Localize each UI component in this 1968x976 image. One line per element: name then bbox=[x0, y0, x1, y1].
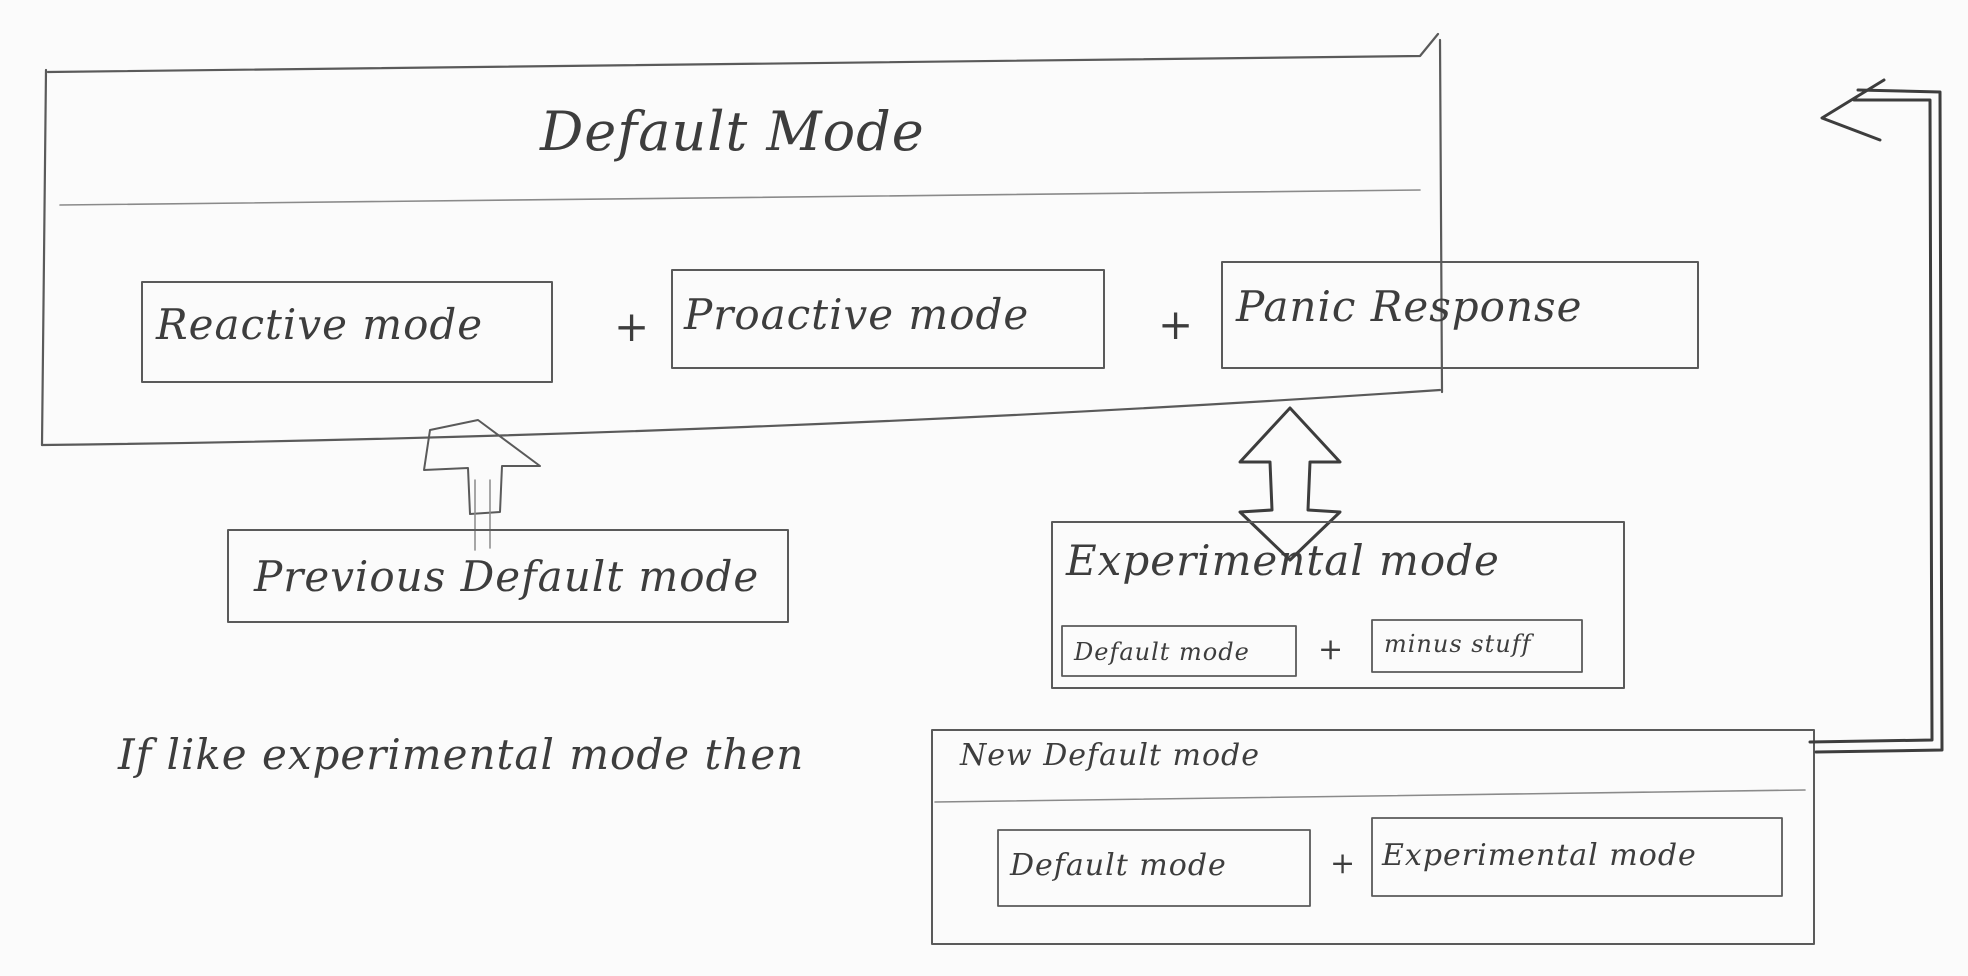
double-arrow bbox=[1238, 406, 1342, 562]
experimental-minus-subbox bbox=[1371, 619, 1583, 673]
default-mode-frame bbox=[40, 32, 1444, 447]
experimental-mode-title: Experimental mode bbox=[1066, 536, 1500, 585]
up-arrow bbox=[423, 419, 541, 551]
plus-sign-1: + bbox=[614, 302, 651, 351]
new-default-box bbox=[931, 729, 1815, 945]
plus-sign-3: + bbox=[1318, 632, 1345, 667]
experimental-minus-label: minus stuff bbox=[1384, 630, 1532, 658]
reactive-mode-label: Reactive mode bbox=[156, 300, 484, 349]
reactive-mode-box bbox=[141, 281, 553, 383]
previous-default-box bbox=[227, 529, 789, 623]
panic-response-box bbox=[1221, 261, 1699, 369]
condition-text: If like experimental mode then bbox=[118, 730, 805, 779]
plus-sign-4: + bbox=[1330, 846, 1357, 881]
proactive-mode-box bbox=[671, 269, 1105, 369]
new-default-title-divider bbox=[934, 789, 1806, 803]
new-default-default-label: Default mode bbox=[1010, 848, 1227, 883]
plus-sign-2: + bbox=[1158, 300, 1195, 349]
default-mode-title: Default Mode bbox=[540, 100, 925, 163]
experimental-default-label: Default mode bbox=[1074, 638, 1250, 666]
new-default-experimental-label: Experimental mode bbox=[1382, 838, 1697, 873]
feedback-loop-arrow bbox=[1808, 78, 1944, 754]
experimental-mode-box bbox=[1051, 521, 1625, 689]
proactive-mode-label: Proactive mode bbox=[684, 290, 1030, 339]
new-default-default-subbox bbox=[997, 829, 1311, 907]
panic-response-label: Panic Response bbox=[1236, 282, 1583, 331]
new-default-title: New Default mode bbox=[960, 738, 1260, 773]
experimental-default-subbox bbox=[1061, 625, 1297, 677]
new-default-experimental-subbox bbox=[1371, 817, 1783, 897]
previous-default-label: Previous Default mode bbox=[254, 552, 760, 601]
